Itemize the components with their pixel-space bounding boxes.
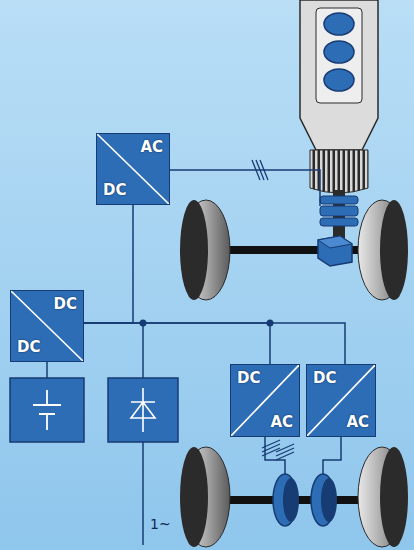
converter-box: AC DC — [96, 133, 170, 205]
converter-label: DC — [103, 183, 126, 198]
converter-box: DC DC — [10, 290, 84, 362]
dc-bus-line — [84, 323, 270, 364]
converter-label: DC — [313, 371, 336, 386]
converter-label: DC — [237, 371, 260, 386]
converter-label: AC — [346, 415, 369, 430]
converter-label: DC — [17, 340, 40, 355]
converter-label: AC — [270, 415, 293, 430]
supply-label: 1~ — [150, 517, 171, 531]
dc-bus-line — [84, 323, 345, 364]
converter-label: DC — [54, 297, 77, 312]
dc-bus-line — [84, 205, 133, 323]
converter-label: AC — [140, 140, 163, 155]
converter-box: DC AC — [230, 364, 300, 437]
converter-box: DC AC — [306, 364, 376, 437]
